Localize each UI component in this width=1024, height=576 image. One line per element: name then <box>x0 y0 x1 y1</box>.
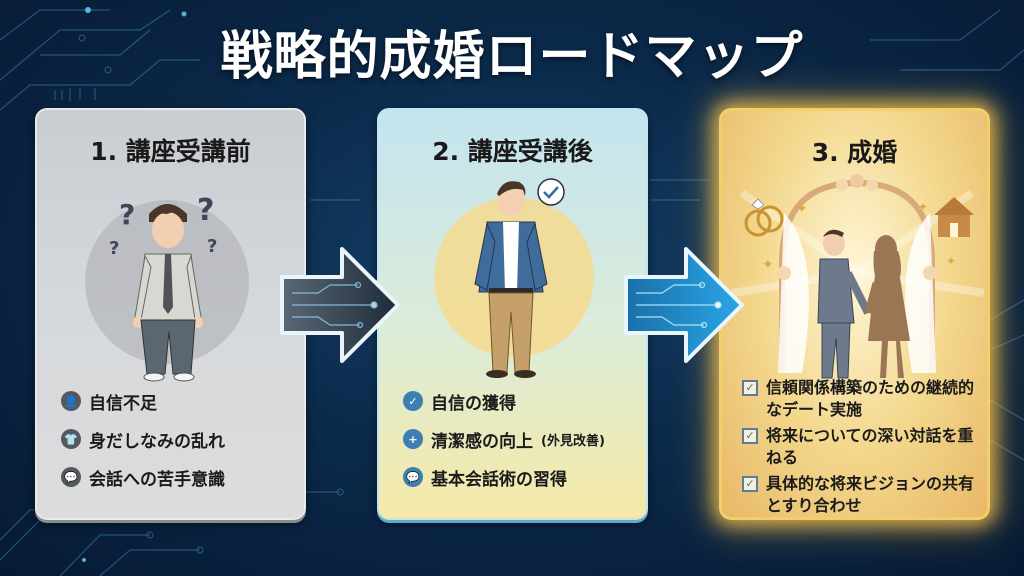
item-label: 基本会話術の習得 <box>431 469 567 490</box>
confused-man-illustration: ? ? ? ? <box>85 193 249 382</box>
speech-bubble-icon: 💬 <box>61 467 81 487</box>
item-label: 会話への苦手意識 <box>89 469 225 490</box>
question-mark-icon: ? <box>119 198 135 231</box>
list-item: + 清潔感の向上 (外見改善) <box>403 420 634 458</box>
list-item: ✓ 自信の獲得 <box>403 382 634 420</box>
question-mark-icon: ? <box>207 236 217 257</box>
check-bubble-icon <box>537 178 565 206</box>
person-icon: 👤 <box>61 391 81 411</box>
checklist-item: ✓ 具体的な将来ビジョンの共有とすり合わせ <box>742 473 975 517</box>
checklist-item: ✓ 将来についての深い対話を重ねる <box>742 425 975 469</box>
question-mark-icon: ? <box>109 238 119 259</box>
checkbox-icon: ✓ <box>742 428 758 444</box>
list-item: 💬 基本会話術の習得 <box>403 458 634 496</box>
wedding-illustration: ✦ ✦ ✦ ✦ <box>731 174 985 379</box>
svg-text:✦: ✦ <box>946 254 956 268</box>
stage-title: 3. 成婚 <box>811 138 898 167</box>
house-icon <box>934 197 974 237</box>
arrow-right-icon <box>280 247 400 363</box>
stage-card-before-course: 1. 講座受講前 ? ? ? ? 👤 自信不足 👕 身だしなみの乱れ <box>35 108 306 520</box>
item-label: 清潔感の向上 <box>431 431 533 452</box>
item-label: 信頼関係構築のための継続的なデート実施 <box>766 378 975 419</box>
item-label: 具体的な将来ビジョンの共有とすり合わせ <box>766 474 975 515</box>
item-label: 自信不足 <box>89 393 157 414</box>
stage-issue-list: 👤 自信不足 👕 身だしなみの乱れ 💬 会話への苦手意識 <box>61 382 292 496</box>
item-note: (外見改善) <box>541 433 605 449</box>
checklist-item: ✓ 信頼関係構築のための継続的なデート実施 <box>742 377 975 421</box>
stage-title: 2. 講座受講後 <box>432 137 593 166</box>
stage-title: 1. 講座受講前 <box>90 137 251 166</box>
question-mark-icon: ? <box>197 193 214 228</box>
list-item: 💬 会話への苦手意識 <box>61 458 292 496</box>
checkbox-icon: ✓ <box>742 380 758 396</box>
checkbox-icon: ✓ <box>742 476 758 492</box>
speech-bubble-icon: 💬 <box>403 467 423 487</box>
sparkle-icon: + <box>403 429 423 449</box>
item-label: 身だしなみの乱れ <box>89 431 225 452</box>
stage-card-after-course: 2. 講座受講後 ✓ 自信の獲得 + 清潔感の向上 (外見改善) 💬 基本会 <box>377 108 648 520</box>
shirt-icon: 👕 <box>61 429 81 449</box>
arrow-right-icon <box>624 247 744 363</box>
item-label: 将来についての深い対話を重ねる <box>766 426 974 467</box>
item-label: 自信の獲得 <box>431 393 516 414</box>
svg-text:✦: ✦ <box>918 200 928 214</box>
list-item: 👤 自信不足 <box>61 382 292 420</box>
page-title: 戦略的成婚ロードマップ <box>220 27 804 87</box>
list-item: 👕 身だしなみの乱れ <box>61 420 292 458</box>
svg-text:✦: ✦ <box>762 257 774 273</box>
rings-icon <box>744 205 784 237</box>
confident-man-illustration <box>434 178 594 378</box>
stage-card-marriage: 3. 成婚 ✦ ✦ ✦ ✦ <box>719 108 990 520</box>
svg-text:✦: ✦ <box>796 201 808 217</box>
stage-goal-checklist: ✓ 信頼関係構築のための継続的なデート実施 ✓ 将来についての深い対話を重ねる … <box>742 377 975 517</box>
check-circle-icon: ✓ <box>403 391 423 411</box>
stage-gain-list: ✓ 自信の獲得 + 清潔感の向上 (外見改善) 💬 基本会話術の習得 <box>403 382 634 496</box>
